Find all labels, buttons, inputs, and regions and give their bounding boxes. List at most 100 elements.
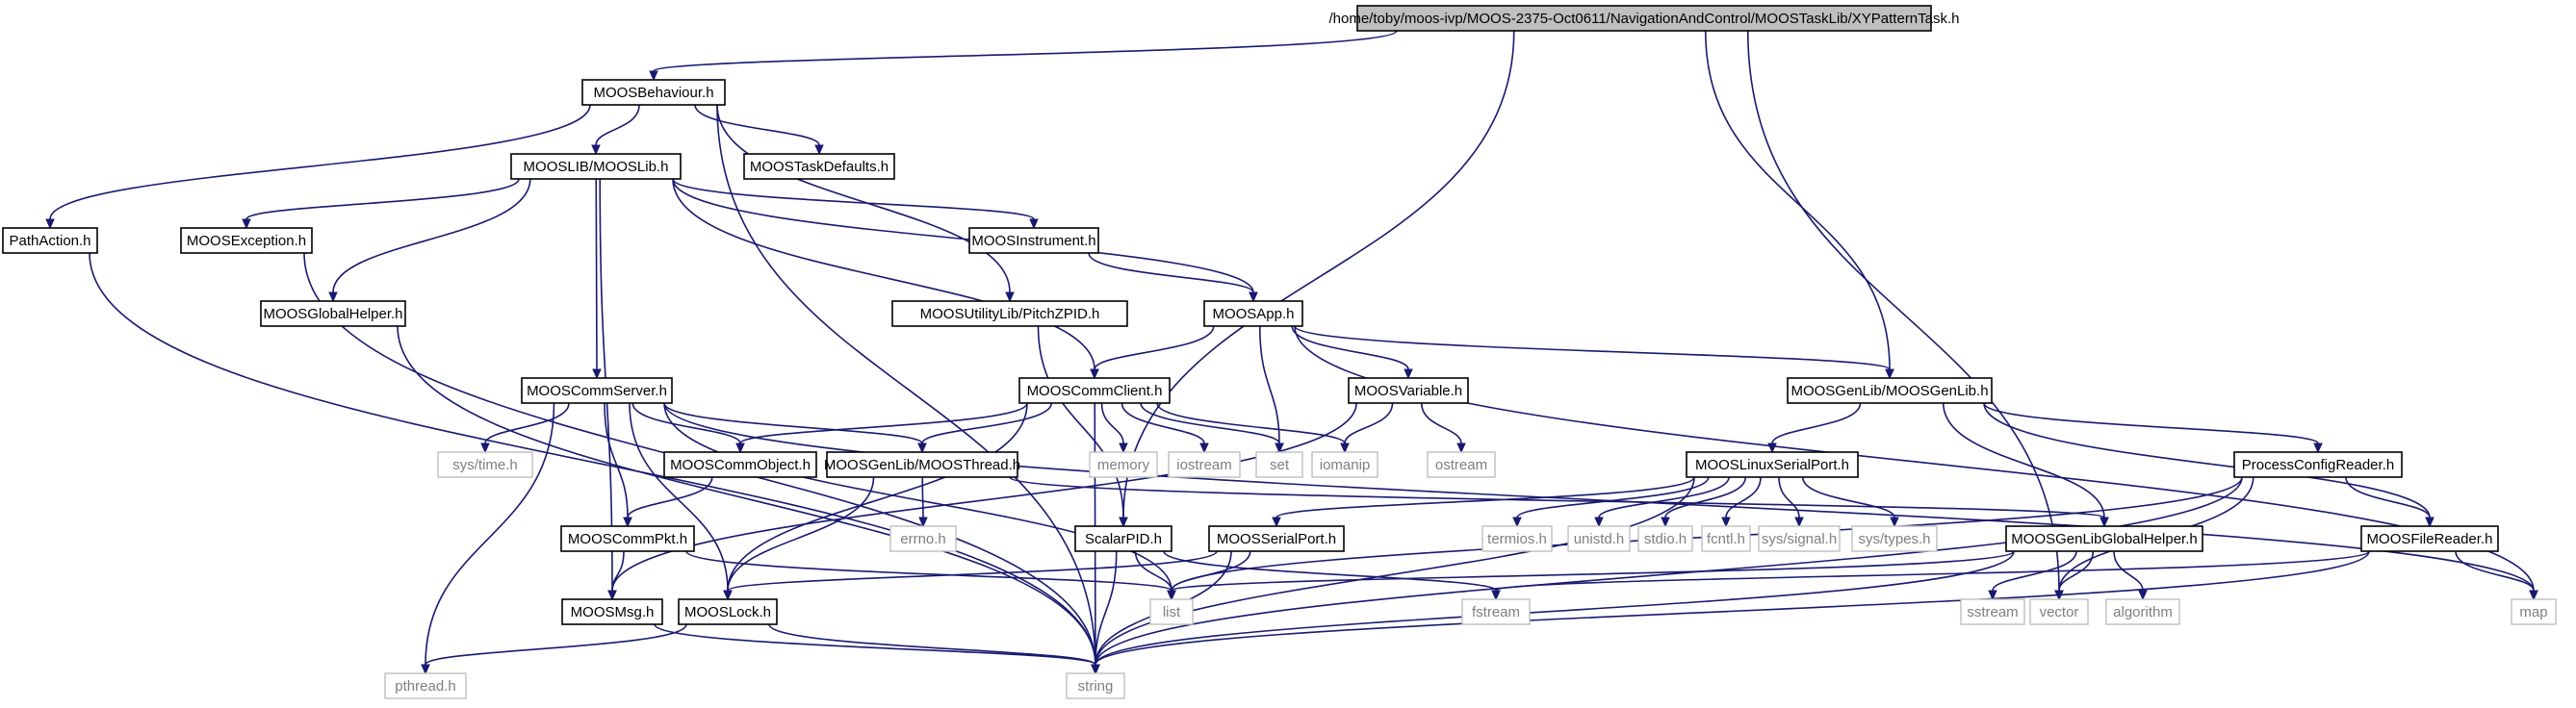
node-ScalarPID[interactable]: ScalarPID.h — [1074, 525, 1172, 552]
node-MOOSMsg[interactable]: MOOSMsg.h — [561, 598, 663, 625]
node-PathAction[interactable]: PathAction.h — [2, 227, 98, 254]
node-label-iomanip: iomanip — [1320, 457, 1371, 473]
arrowhead-MOOSBehaviour-to-PitchZPID — [1005, 291, 1015, 303]
node-syssignal: sys/signal.h — [1758, 525, 1841, 552]
node-MOOSCommClient[interactable]: MOOSCommClient.h — [1018, 377, 1171, 404]
edge-MOOSLib-to-MOOSApp — [672, 178, 1254, 293]
node-MOOSCommServer[interactable]: MOOSCommServer.h — [521, 377, 673, 404]
node-label-MOOSLock: MOOSLock.h — [684, 604, 771, 620]
edge-MOOSLinuxSerialPort-to-MOOSSerialPort — [1275, 476, 1695, 518]
node-label-systime: sys/time.h — [452, 457, 518, 473]
node-label-MOOSGenLibGlobalHelper: MOOSGenLibGlobalHelper.h — [2011, 531, 2197, 547]
node-box-ProcessConfigReader — [2233, 451, 2403, 478]
node-box-MOOSMsg — [561, 598, 663, 625]
arrowhead-MOOSGenLibGlobalHelper-to-list — [1167, 590, 1176, 601]
arrowhead-MOOSCommClient-to-set — [1275, 442, 1284, 454]
node-MOOSVariable[interactable]: MOOSVariable.h — [1348, 377, 1469, 404]
node-MOOSCommPkt[interactable]: MOOSCommPkt.h — [560, 525, 695, 552]
node-MOOSException[interactable]: MOOSException.h — [180, 227, 313, 254]
node-box-MOOSLinuxSerialPort — [1686, 451, 1859, 478]
edge-MOOSLib-to-MOOSCommServer — [595, 178, 598, 370]
node-label-list: list — [1163, 604, 1181, 620]
node-label-fcntl: fcntl.h — [1707, 531, 1745, 547]
node-label-PathAction: PathAction.h — [9, 233, 90, 249]
arrowhead-MOOSLinuxSerialPort-to-unistd — [1594, 517, 1604, 528]
node-map: map — [2511, 598, 2557, 625]
node-MOOSLock[interactable]: MOOSLock.h — [678, 598, 778, 625]
arrowhead-PitchZPID-to-ScalarPID — [1119, 517, 1128, 528]
edge-MOOSCommServer-to-pthread — [425, 402, 555, 666]
node-label-unistd: unistd.h — [1574, 531, 1625, 547]
node-MOOSLib[interactable]: MOOSLIB/MOOSLib.h — [510, 153, 682, 180]
node-MOOSApp[interactable]: MOOSApp.h — [1203, 300, 1303, 327]
edge-MOOSGenLibGlobalHelper-to-algorithm — [2113, 550, 2144, 592]
node-MOOSGlobalHelper[interactable]: MOOSGlobalHelper.h — [260, 300, 406, 327]
node-box-iostream — [1168, 451, 1241, 478]
node-MOOSCommObject[interactable]: MOOSCommObject.h — [663, 451, 817, 478]
node-label-algorithm: algorithm — [2113, 604, 2173, 620]
node-MOOSGenLibGlobalHelper[interactable]: MOOSGenLibGlobalHelper.h — [2005, 525, 2203, 552]
node-MOOSGenLib[interactable]: MOOSGenLib/MOOSGenLib.h — [1787, 377, 1993, 404]
node-MOOSBehaviour[interactable]: MOOSBehaviour.h — [581, 79, 726, 106]
node-label-root: /home/toby/moos-ivp/MOOS-2375-Oct0611/Na… — [1328, 11, 1959, 27]
node-box-MOOSCommObject — [663, 451, 817, 478]
edge-MOOSGenLibGlobalHelper-to-string — [1095, 550, 2015, 666]
edge-MOOSBehaviour-to-MOOSTaskDefaults — [694, 104, 820, 146]
edge-MOOSLock-to-string — [768, 623, 1096, 666]
edge-MOOSLinuxSerialPort-to-syssignal — [1778, 476, 1800, 518]
edge-MOOSGlobalHelper-to-string — [397, 325, 1096, 666]
edge-MOOSFileReader-to-string — [1095, 550, 2370, 666]
edge-MOOSVariable-to-iomanip — [1344, 402, 1394, 444]
edge-MOOSCommObject-to-MOOSCommPkt — [627, 476, 713, 518]
node-box-MOOSThread — [826, 451, 1018, 478]
node-MOOSSerialPort[interactable]: MOOSSerialPort.h — [1208, 525, 1345, 552]
arrowhead-MOOSBehaviour-to-MOOSTaskDefaults — [814, 144, 824, 156]
node-label-ProcessConfigReader: ProcessConfigReader.h — [2242, 457, 2394, 473]
edge-MOOSBehaviour-to-MOOSLib — [595, 104, 640, 146]
arrowhead-MOOSCommClient-to-iostream — [1199, 442, 1209, 454]
edge-MOOSApp-to-set — [1258, 325, 1280, 444]
node-label-vector: vector — [2040, 604, 2079, 620]
node-layer: /home/toby/moos-ivp/MOOS-2375-Oct0611/Na… — [2, 5, 2557, 699]
edge-MOOSBehaviour-to-PathAction — [49, 104, 591, 220]
node-label-MOOSVariable: MOOSVariable.h — [1354, 383, 1462, 399]
node-label-stdio: stdio.h — [1644, 531, 1687, 547]
edge-MOOSCommServer-to-MOOSThread — [663, 402, 923, 444]
node-box-MOOSException — [180, 227, 313, 254]
node-sstream: sstream — [1960, 598, 2025, 625]
arrowhead-MOOSInstrument-to-MOOSApp — [1249, 291, 1258, 303]
node-label-ostream: ostream — [1435, 457, 1487, 473]
node-label-PitchZPID: MOOSUtilityLib/PitchZPID.h — [920, 306, 1100, 322]
edge-ScalarPID-to-string — [1095, 550, 1118, 666]
node-box-MOOSCommClient — [1018, 377, 1171, 404]
arrowhead-MOOSVariable-to-iomanip — [1340, 442, 1350, 454]
node-MOOSLinuxSerialPort[interactable]: MOOSLinuxSerialPort.h — [1686, 451, 1859, 478]
node-box-ScalarPID — [1074, 525, 1172, 552]
node-box-MOOSSerialPort — [1208, 525, 1345, 552]
arrowhead-MOOSApp-to-MOOSCommClient — [1090, 368, 1099, 380]
node-MOOSInstrument[interactable]: MOOSInstrument.h — [968, 227, 1099, 254]
edge-MOOSLib-to-MOOSInstrument — [672, 178, 1035, 220]
node-root[interactable]: /home/toby/moos-ivp/MOOS-2375-Oct0611/Na… — [1328, 5, 1960, 32]
node-ProcessConfigReader[interactable]: ProcessConfigReader.h — [2233, 451, 2403, 478]
node-MOOSFileReader[interactable]: MOOSFileReader.h — [2360, 525, 2499, 552]
node-PitchZPID[interactable]: MOOSUtilityLib/PitchZPID.h — [891, 300, 1128, 327]
edge-root-to-vector — [1746, 30, 2060, 592]
arrowhead-MOOSGenLibGlobalHelper-to-algorithm — [2138, 590, 2148, 601]
edge-root-to-MOOSBehaviour — [653, 30, 1398, 72]
node-box-ostream — [1427, 451, 1496, 478]
node-MOOSTaskDefaults[interactable]: MOOSTaskDefaults.h — [743, 153, 895, 180]
arrowhead-MOOSLib-to-MOOSGlobalHelper — [328, 291, 338, 303]
node-vector: vector — [2029, 598, 2089, 625]
node-box-MOOSInstrument — [968, 227, 1099, 254]
edge-root-to-MOOSGenLib — [1704, 30, 1891, 370]
edge-MOOSCommServer-to-MOOSCommObject — [631, 402, 741, 444]
node-label-MOOSApp: MOOSApp.h — [1212, 306, 1294, 322]
edge-MOOSCommServer-to-list — [663, 402, 1172, 592]
node-box-MOOSGlobalHelper — [260, 300, 406, 327]
node-label-MOOSBehaviour: MOOSBehaviour.h — [593, 85, 713, 101]
node-MOOSThread[interactable]: MOOSGenLib/MOOSThread.h — [824, 451, 1020, 478]
node-box-MOOSTaskDefaults — [743, 153, 895, 180]
node-box-fstream — [1461, 598, 1531, 625]
